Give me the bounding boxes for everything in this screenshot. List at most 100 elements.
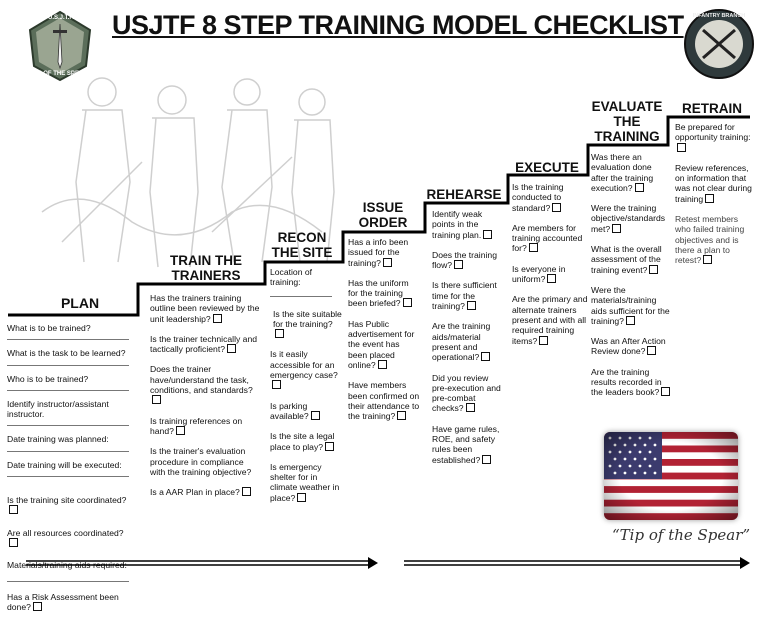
evaluate-header-line-3: TRAINING [594, 129, 660, 144]
staircase-line [8, 115, 750, 317]
train-item: Has the trainers training outline been r… [150, 293, 260, 324]
checkbox[interactable] [552, 202, 562, 212]
evaluate-item: Were the training objective/standards me… [591, 203, 666, 234]
issue-checklist: Has a info been issued for the training?… [348, 237, 420, 429]
plan-item: Date training was planned: [7, 426, 129, 452]
recon-item: Is the site a legal place to play? [270, 431, 335, 452]
checkbox[interactable] [227, 344, 236, 354]
execute-item: Is everyone in uniform? [512, 263, 566, 285]
checkbox[interactable] [677, 142, 686, 152]
checkbox[interactable] [377, 359, 387, 369]
checkbox[interactable] [454, 260, 464, 270]
recon-header-line-2: THE SITE [271, 245, 333, 260]
checkbox[interactable] [272, 380, 281, 390]
rehearse-item: Does the training flow? [432, 249, 497, 271]
issue-item: Has a info been issued for the training? [348, 237, 409, 268]
evaluate-item: What is the overall assessment of the tr… [591, 244, 662, 275]
train-item: Is a AAR Plan in place? [150, 487, 260, 497]
plan-item: Date training will be executed: [7, 452, 129, 478]
checkbox[interactable] [325, 441, 335, 451]
location-label: Location of training: [270, 267, 313, 288]
train-checklist: Has the trainers training outline been r… [150, 293, 260, 505]
left-emblem-bottom-text: TIP OF THE SPEAR [32, 71, 88, 77]
issue-item: Has Public advertisement for the event h… [348, 318, 415, 370]
checkbox[interactable] [275, 329, 284, 339]
recon-header-line-1: RECON [277, 230, 327, 245]
dagger-emblem-icon [26, 10, 94, 87]
checkbox[interactable] [382, 257, 392, 267]
evaluate-item: Was an After Action Review done? [591, 336, 666, 357]
rehearse-item: Did you review pre-execution and pre-com… [432, 372, 501, 414]
retrain-item: Review references, on information that w… [675, 162, 752, 204]
checkbox[interactable] [466, 301, 476, 311]
rehearse-item: Have game rules, ROE, and safety rules b… [432, 423, 500, 465]
execute-checklist: Is the training conducted to standard? A… [512, 182, 588, 354]
right-arrow-line [404, 557, 750, 569]
checkbox[interactable] [625, 315, 635, 325]
plan-item: Has a Risk Assessment been done? [7, 591, 119, 612]
checkbox[interactable] [647, 346, 657, 356]
recon-item: Is it easily accessible for an emergency… [270, 349, 342, 390]
retrain-header: RETRAIN [682, 101, 742, 116]
plan-item: What is the task to be learned? [7, 340, 129, 366]
retrain-checklist: Be prepared for opportunity training: Re… [675, 122, 753, 274]
checkbox[interactable] [397, 411, 407, 421]
train-item: Does the trainer have/understand the tas… [150, 364, 260, 405]
left-arrow-line [26, 557, 378, 569]
issue-header-line-2: ORDER [358, 215, 408, 230]
issue-item: Have members been confirmed on their att… [348, 380, 420, 422]
issue-order-header: ISSUE ORDER [347, 200, 419, 230]
checkbox[interactable] [297, 492, 307, 502]
checkbox[interactable] [241, 487, 251, 497]
execute-header: EXECUTE [515, 160, 579, 175]
evaluate-item: Were the materials/training aids suffici… [591, 284, 670, 326]
plan-checklist: What is to be trained? What is the task … [7, 320, 129, 618]
checkbox[interactable] [310, 410, 320, 420]
train-item: Is the trainer's evaluation procedure in… [150, 446, 252, 477]
checkbox[interactable] [402, 298, 412, 308]
checkbox[interactable] [649, 264, 659, 274]
checkbox[interactable] [547, 274, 557, 284]
execute-item: Are the primary and alternate trainers p… [512, 294, 588, 346]
retrain-item: Be prepared for opportunity training: [675, 122, 753, 153]
checkbox[interactable] [483, 229, 493, 239]
motto-text: “Tip of the Spear” [612, 526, 751, 544]
issue-item: Has the uniform for the training been br… [348, 278, 420, 309]
checkbox[interactable] [528, 243, 538, 253]
rehearse-item: Are the training aids/material present a… [432, 321, 491, 363]
recon-item: Is the site suitable for the training? [270, 309, 342, 340]
checkbox[interactable] [612, 223, 622, 233]
train-item: Is the trainer technically and tacticall… [150, 333, 258, 355]
evaluate-header-line-2: THE [613, 114, 641, 129]
train-item: Is training references on hand? [150, 415, 243, 436]
checkbox[interactable] [152, 395, 161, 405]
evaluate-header-line-1: EVALUATE [591, 99, 663, 114]
plan-item: Who is to be trained? [7, 366, 129, 391]
location-input-line[interactable] [270, 288, 332, 297]
checkbox[interactable] [32, 601, 42, 611]
page-title: USJTF 8 STEP TRAINING MODEL CHECKLIST [112, 10, 684, 40]
rehearse-item: Is there sufficient time for the trainin… [432, 280, 497, 312]
checkbox[interactable] [175, 425, 185, 435]
checkbox[interactable] [465, 403, 475, 413]
checkbox[interactable] [212, 313, 222, 323]
plan-item: What is to be trained? [7, 320, 129, 341]
checkbox[interactable] [481, 352, 491, 362]
recon-item: Is emergency shelter for in climate weat… [270, 461, 340, 503]
checkbox[interactable] [482, 454, 492, 464]
checkbox[interactable] [539, 335, 549, 345]
soldiers-illustration [22, 62, 342, 277]
rehearse-checklist: Identify weak points in the training pla… [432, 209, 504, 473]
crossed-rifles-emblem-icon [683, 8, 755, 85]
plan-item: Is the training site coordinated? [7, 477, 129, 522]
checkbox[interactable] [661, 387, 671, 397]
checkbox[interactable] [634, 182, 644, 192]
checkbox[interactable] [703, 255, 713, 265]
train-header-line-2: TRAINERS [171, 268, 241, 283]
checkbox[interactable] [9, 505, 18, 515]
checkbox[interactable] [705, 193, 715, 203]
execute-item: Are members for training accounted for? [512, 222, 583, 254]
evaluate-checklist: Was there an evaluation done after the t… [591, 152, 671, 406]
checkbox[interactable] [9, 537, 18, 547]
right-emblem-text: INFANTRY BRANCH [692, 13, 746, 19]
